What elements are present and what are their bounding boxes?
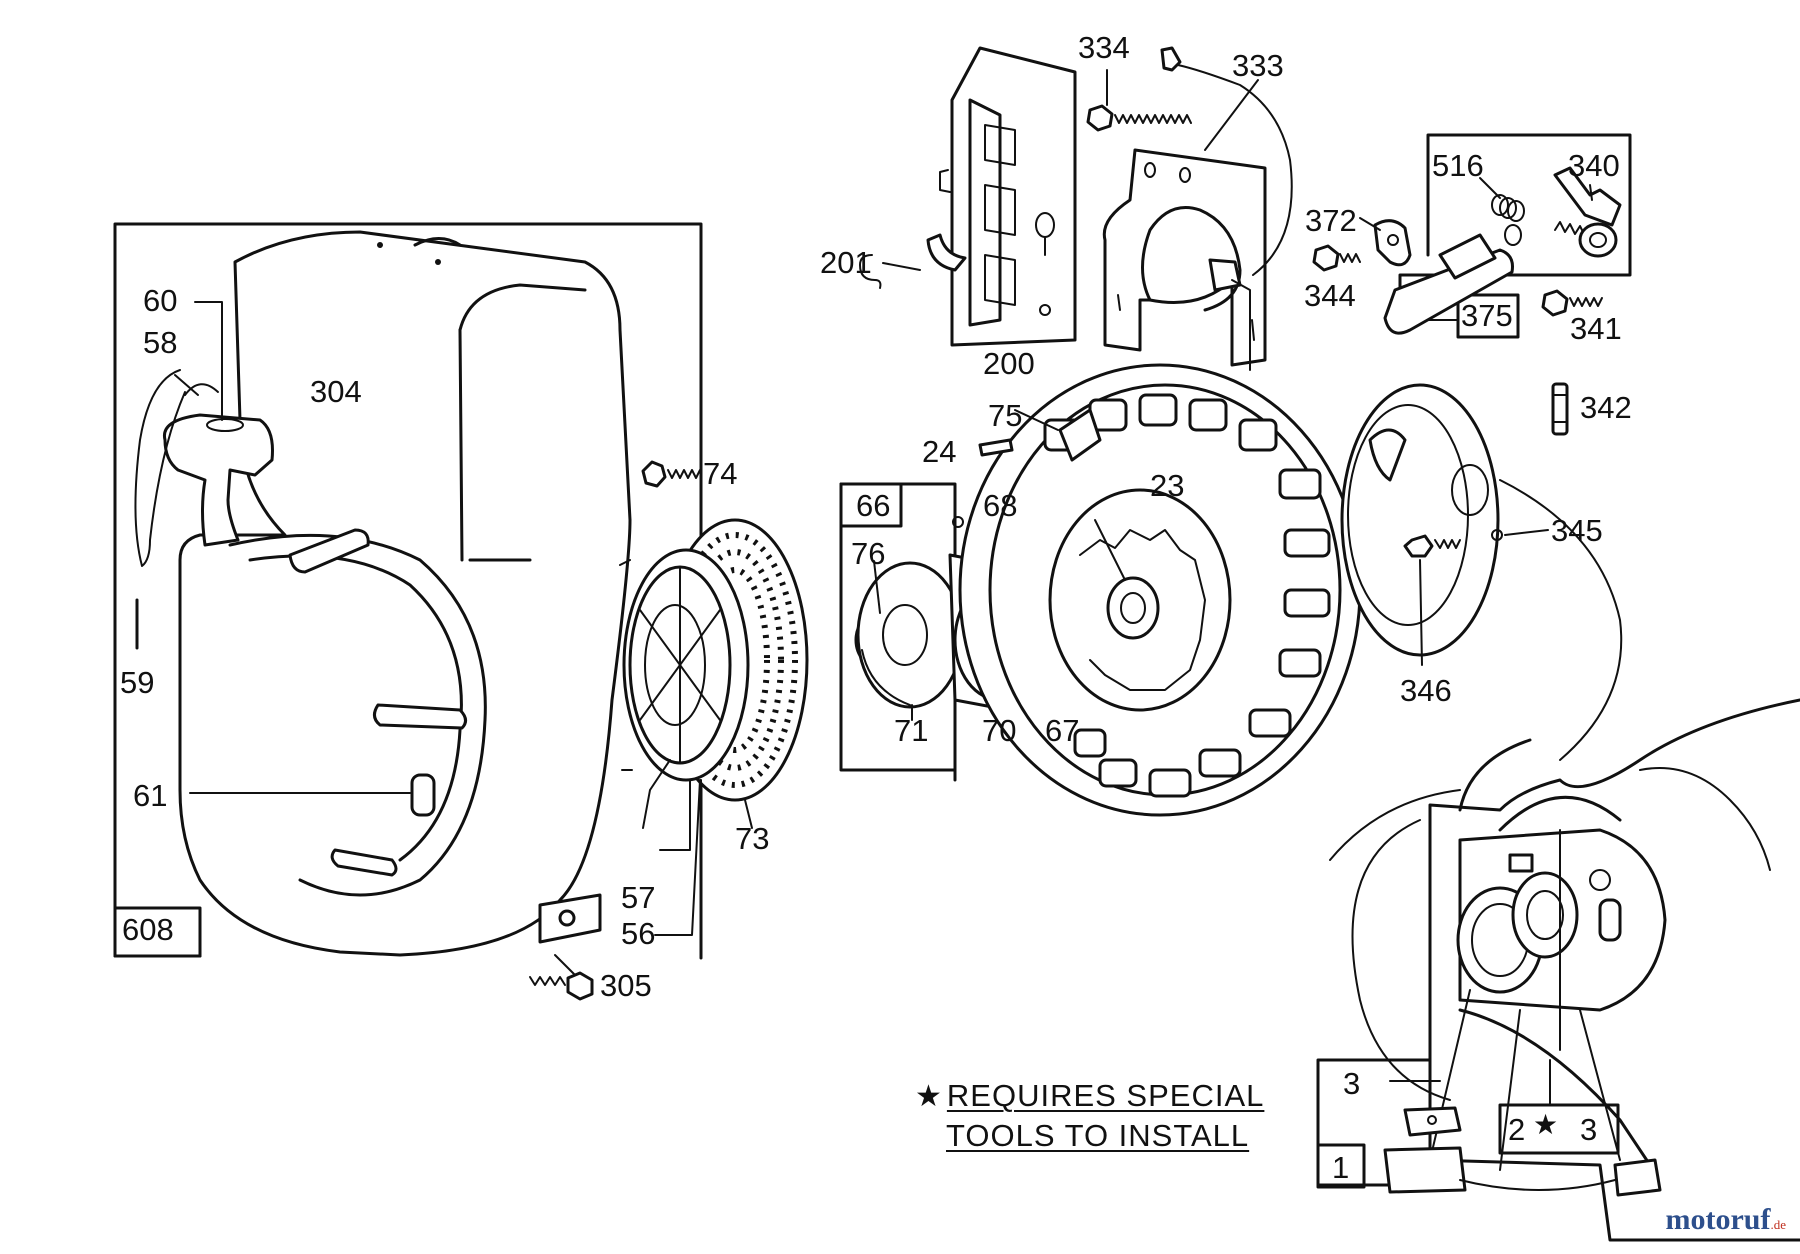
part-label-3-left: 3 [1343, 1066, 1361, 1101]
group-box-2-3 [1459, 1059, 1662, 1197]
part-label-73: 73 [735, 821, 770, 856]
watermark-tld: .de [1770, 1217, 1786, 1232]
part-label-76: 76 [851, 536, 886, 571]
part-label-304: 304 [310, 374, 362, 409]
flywheel-23 [958, 363, 1362, 817]
part-label-340: 340 [1568, 148, 1620, 183]
part-label-345: 345 [1551, 513, 1603, 548]
part-label-59: 59 [120, 665, 155, 700]
part-label-70: 70 [982, 713, 1017, 748]
special-tools-note-line2: TOOLS TO INSTALL [946, 1118, 1250, 1153]
part-label-56: 56 [621, 916, 656, 951]
part-label-68: 68 [983, 488, 1018, 523]
special-tools-note: ★REQUIRES SPECIAL [915, 1080, 1264, 1112]
part-label-71: 71 [894, 713, 929, 748]
watermark-text: motoruf [1665, 1203, 1771, 1236]
part-label-608: 608 [122, 912, 174, 947]
screw-341 [1541, 289, 1603, 317]
part-label-1: 1 [1332, 1150, 1350, 1185]
watermark-logo: motoruf.de [1665, 1203, 1786, 1237]
part-label-342: 342 [1580, 390, 1632, 425]
blower-housing-304 [162, 230, 632, 957]
part-label-200: 200 [983, 346, 1035, 381]
part-label-341: 341 [1570, 311, 1622, 346]
star-icon: ★ [915, 1080, 943, 1113]
screw-334 [1086, 69, 1192, 132]
part-label-372: 372 [1305, 203, 1357, 238]
part-label-23: 23 [1150, 468, 1185, 503]
part-label-24: 24 [922, 434, 957, 469]
part-label-334: 334 [1078, 30, 1130, 65]
part-label-66: 66 [856, 488, 891, 523]
group-box-1 [1316, 1058, 1467, 1194]
rotor-346 [1340, 383, 1623, 761]
part-label-60: 60 [143, 283, 178, 318]
engine-block [1329, 698, 1800, 1242]
part-label-67: 67 [1045, 713, 1080, 748]
bracket-200 [926, 46, 1077, 347]
leader-lines-left [174, 301, 411, 794]
armature-333 [1102, 46, 1293, 371]
special-tools-star-icon: ★ [1533, 1109, 1559, 1140]
part-label-375: 375 [1461, 298, 1513, 333]
screw-305 [529, 954, 594, 1001]
special-tools-note-line2-wrap: TOOLS TO INSTALL [946, 1120, 1249, 1151]
part-label-75: 75 [988, 398, 1023, 433]
rope-58 [134, 369, 186, 567]
group-box-375 [1359, 133, 1632, 339]
starter-pulley-56 [619, 548, 750, 782]
part-label-305: 305 [600, 968, 652, 1003]
part-label-346: 346 [1400, 673, 1452, 708]
part-label-58: 58 [143, 325, 178, 360]
part-label-333: 333 [1232, 48, 1284, 83]
screw-74 [641, 460, 701, 488]
part-label-57: 57 [621, 880, 656, 915]
pin-342 [1551, 382, 1569, 436]
part-label-344: 344 [1304, 278, 1356, 313]
part-label-61: 61 [133, 778, 168, 813]
part-label-516: 516 [1432, 148, 1484, 183]
special-tools-note-line1: REQUIRES SPECIAL [946, 1078, 1265, 1113]
part-label-201: 201 [820, 245, 872, 280]
part-label-74: 74 [703, 456, 738, 491]
leader-lines-56-57 [642, 759, 753, 959]
screw-344 [1312, 244, 1361, 272]
part-label-3-right: 3 [1580, 1112, 1598, 1147]
part-label-2: 2 [1508, 1112, 1526, 1147]
group-box-608 [113, 222, 703, 960]
spring-201 [859, 254, 921, 289]
